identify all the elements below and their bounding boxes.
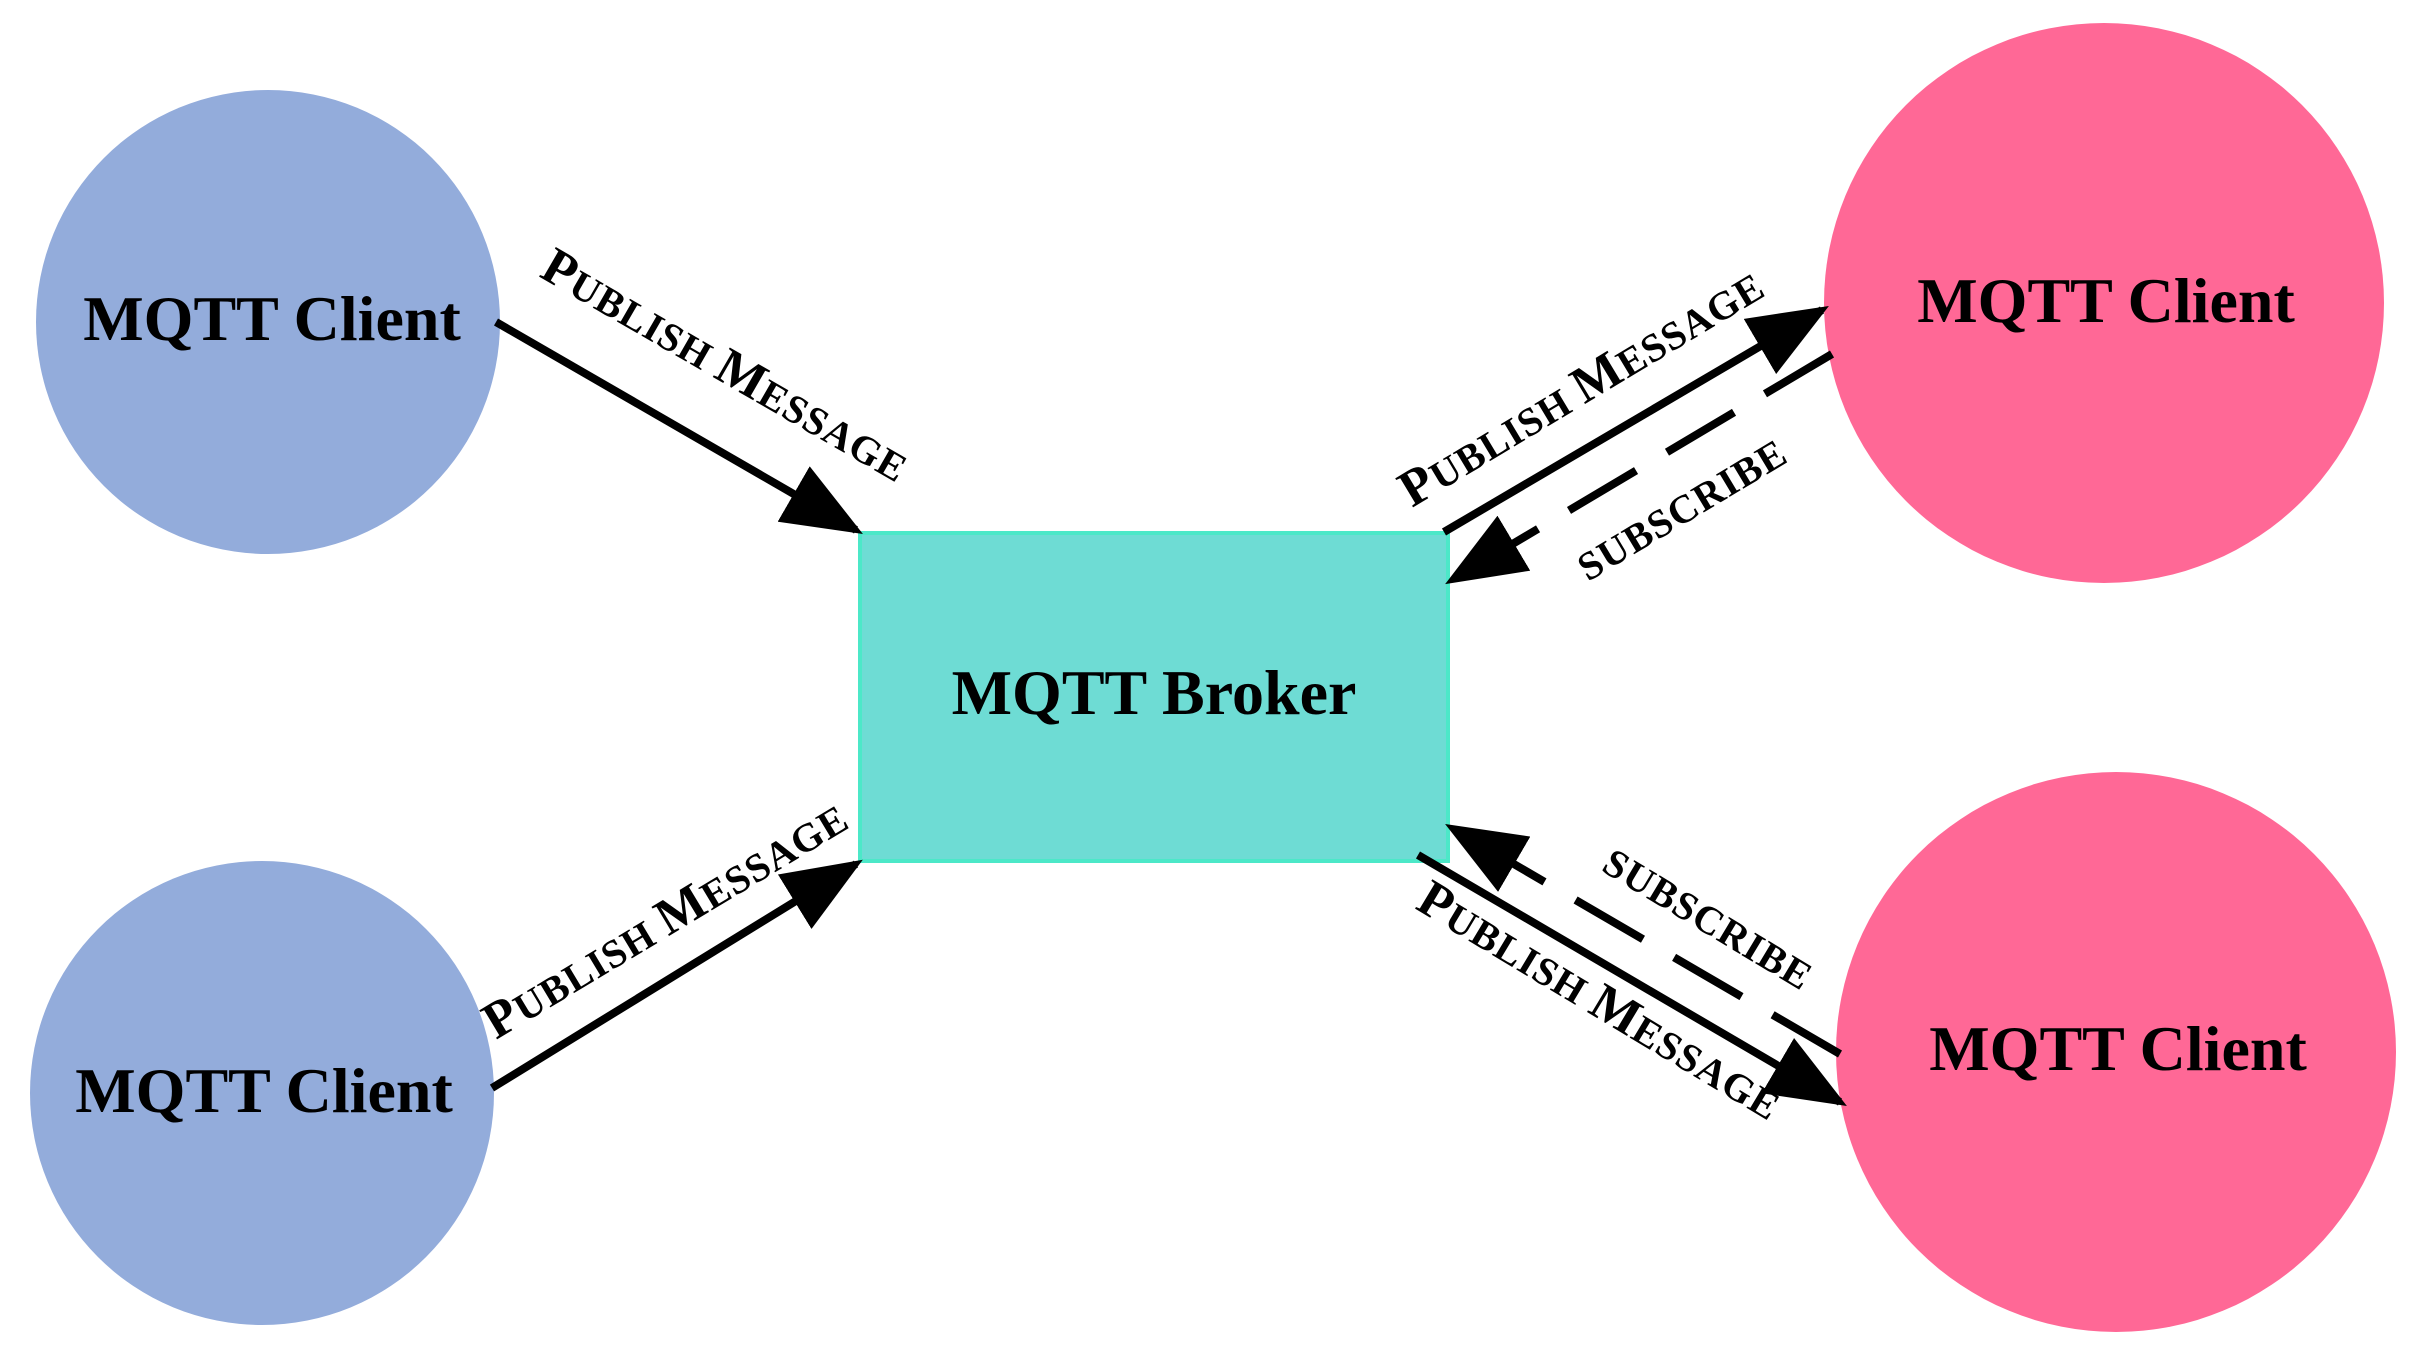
edge-top-right-subscribe: [1445, 350, 1835, 585]
edge-bottom-right-publish: [1415, 851, 1847, 1107]
client-bottom-right-node: [1836, 772, 2396, 1332]
client-bottom-left-label: MQTT Client: [75, 1055, 453, 1126]
client-bottom-left: MQTT Client: [30, 861, 494, 1325]
client-top-left-node: [36, 90, 500, 554]
label-bottom-left-publish: PUBLISH MESSAGE: [473, 788, 858, 1051]
edge-bottom-right-subscribe: [1445, 823, 1843, 1058]
client-top-left: MQTT Client: [36, 90, 500, 554]
edge-top-right-publish: [1441, 305, 1829, 536]
client-top-right-label: MQTT Client: [1917, 265, 2295, 336]
broker-node: [858, 531, 1450, 863]
client-top-right-node: [1824, 23, 2384, 583]
client-top-right: MQTT Client: [1824, 23, 2384, 583]
client-bottom-left-node: [30, 861, 494, 1325]
client-bottom-right: MQTT Client: [1836, 772, 2396, 1332]
label-top-right-subscribe: SUBSCRIBE: [1569, 430, 1794, 590]
broker: MQTT Broker: [858, 531, 1450, 863]
broker-label: MQTT Broker: [952, 657, 1357, 728]
edge-bottom-left-publish: [489, 859, 863, 1092]
client-bottom-right-label: MQTT Client: [1929, 1013, 2307, 1084]
client-top-left-label: MQTT Client: [83, 283, 461, 354]
edge-top-left-publish: [493, 318, 863, 535]
